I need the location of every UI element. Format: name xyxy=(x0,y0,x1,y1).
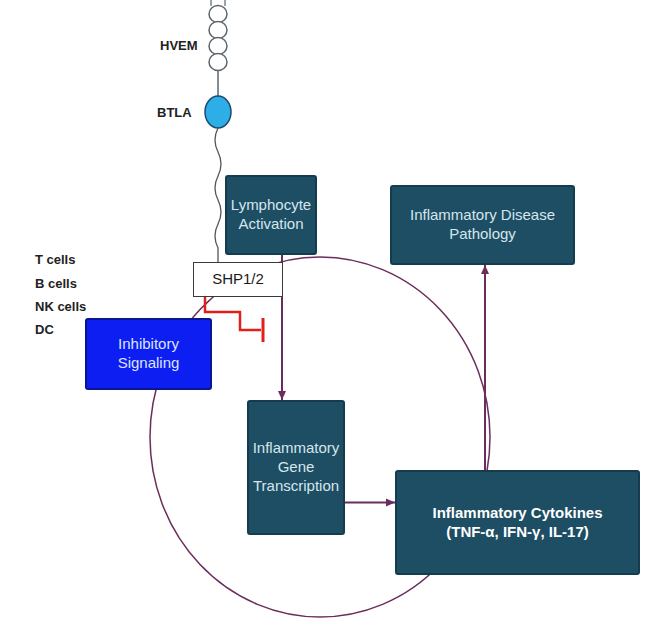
flow-arrow xyxy=(345,502,395,504)
process-box: Inflammatory Disease Pathology xyxy=(390,185,575,265)
cell-type-label: DC xyxy=(35,322,54,337)
process-box: Inhibitory Signaling xyxy=(85,318,212,390)
process-box: Inflammatory Cytokines(TNF-α, IFN-γ, IL-… xyxy=(395,470,640,575)
box-text: (TNF-α, IFN-γ, IL-17) xyxy=(446,523,589,542)
receptor-stem xyxy=(210,0,211,6)
phosphatase-box: SHP1/2 xyxy=(193,262,283,297)
box-text: SHP1/2 xyxy=(212,270,264,289)
box-text: Inhibitory Signaling xyxy=(95,335,202,373)
receptor-stem xyxy=(217,71,219,96)
receptor-label: BTLA xyxy=(157,105,192,120)
cell-type-label: B cells xyxy=(35,276,77,291)
receptor-domain xyxy=(209,22,227,39)
receptor-domain xyxy=(209,54,227,71)
receptor-label: HVEM xyxy=(160,38,198,53)
inhibition-line xyxy=(205,294,261,330)
receptor-domain xyxy=(209,38,227,55)
receptor-domain xyxy=(209,6,227,23)
cytoplasmic-tail xyxy=(215,128,221,262)
flow-arrow xyxy=(484,265,486,470)
box-text: Lymphocyte Activation xyxy=(231,196,311,234)
btla-receptor xyxy=(205,96,231,128)
box-text: Inflammatory Cytokines xyxy=(432,504,602,523)
box-text: Inflammatory Gene Transcription xyxy=(253,439,340,495)
cell-type-label: NK cells xyxy=(35,299,86,314)
cell-type-label: T cells xyxy=(35,252,75,267)
process-box: Lymphocyte Activation xyxy=(225,175,317,255)
inhibition-bar xyxy=(262,318,265,342)
receptor-stem xyxy=(224,0,225,6)
process-box: Inflammatory Gene Transcription xyxy=(247,400,345,535)
box-text: Inflammatory Disease Pathology xyxy=(400,206,565,244)
